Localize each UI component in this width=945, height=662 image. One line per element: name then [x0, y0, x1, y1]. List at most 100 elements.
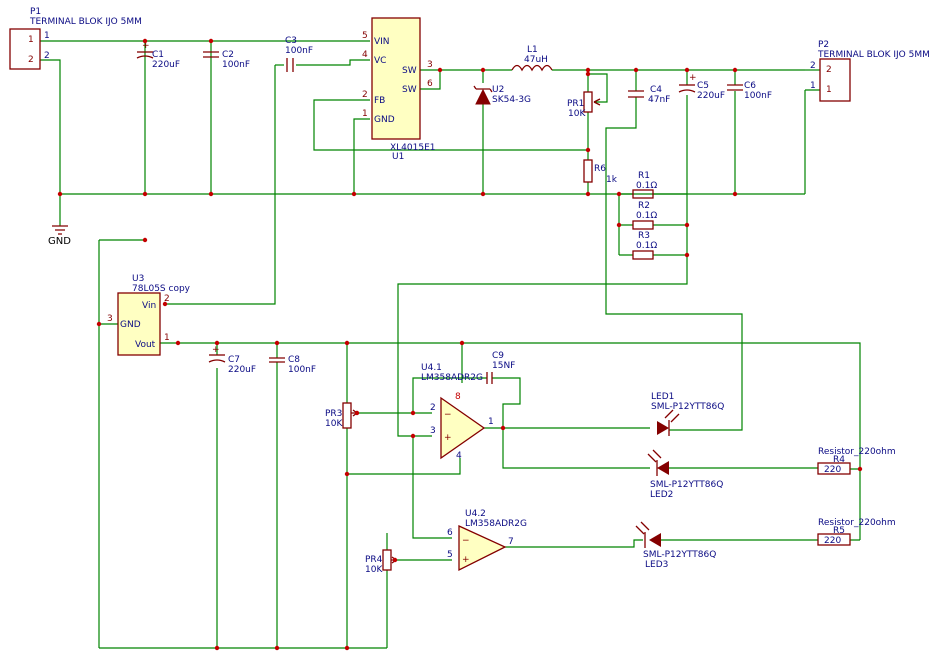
- u1-num-vc: 4: [362, 50, 368, 60]
- c1-ref: C1: [152, 50, 164, 60]
- terminal-p2: 2 1 2 1 P2 TERMINAL BLOK IJO 5MM: [810, 40, 930, 102]
- u42-pin-out: 7: [508, 537, 514, 547]
- r4-ref: R4: [833, 455, 845, 465]
- pr3-value: 10K: [325, 419, 343, 429]
- capacitor-c6: C6 100nF: [727, 81, 772, 101]
- r5-value: 220: [824, 536, 841, 546]
- p2-pad2: 2: [826, 65, 832, 75]
- pr4-value: 10K: [365, 565, 383, 575]
- wires: [40, 40, 861, 649]
- led2-value: SML-P12YTT86Q: [650, 480, 723, 490]
- led2-ref: LED2: [650, 490, 673, 500]
- pr3-ref: PR3: [325, 409, 342, 419]
- capacitor-c9: C9 15NF: [486, 351, 515, 384]
- pr1-ref: PR1: [567, 99, 584, 109]
- p1-pin2: 2: [44, 51, 50, 61]
- resistor-r3: R3 0.1Ω: [632, 231, 657, 260]
- r6-value: 1k: [606, 175, 618, 185]
- c9-ref: C9: [492, 351, 504, 361]
- p1-pin1: 1: [44, 31, 50, 41]
- r5-name: Resistor_220ohm: [818, 518, 896, 528]
- u3-pin-vin: Vin: [142, 301, 156, 311]
- c5-value: 220uF: [697, 91, 725, 101]
- c3-value: 100nF: [285, 46, 313, 56]
- c4-ref: C4: [650, 85, 662, 95]
- u3-num-vout: 1: [164, 333, 170, 343]
- u1-pin-sw2: SW: [402, 85, 417, 95]
- capacitor-c4: C4 47nF: [628, 85, 670, 105]
- c3-ref: C3: [285, 36, 297, 46]
- c6-value: 100nF: [744, 91, 772, 101]
- c2-value: 100nF: [222, 60, 250, 70]
- c9-value: 15NF: [492, 361, 515, 371]
- u1-pin-vc: VC: [374, 56, 386, 66]
- u41-pin-p: 3: [430, 426, 436, 436]
- pr1-value: 10K: [568, 109, 586, 119]
- led1-ref: LED1: [651, 392, 674, 402]
- capacitor-c8: C8 100nF: [269, 355, 316, 375]
- u1-pin-vin: VIN: [374, 37, 390, 47]
- u41-ref: U4.1: [421, 363, 442, 373]
- p1-pad1: 1: [28, 35, 34, 45]
- l1-ref: L1: [527, 45, 538, 55]
- resistor-r5: 220 Resistor_220ohm R5: [817, 518, 896, 546]
- r3-value: 0.1Ω: [636, 241, 657, 251]
- u1-pin-gnd: GND: [374, 115, 395, 125]
- u1-num-gnd: 1: [362, 109, 368, 119]
- ground-symbol: GND: [48, 225, 71, 247]
- u2-value: SK54-3G: [492, 95, 531, 105]
- p2-pin2: 2: [810, 61, 816, 71]
- resistor-r4: 220 Resistor_220ohm R4: [817, 447, 896, 475]
- inductor-l1: L1 47uH: [511, 45, 553, 72]
- u41-pin-n: 2: [430, 403, 436, 413]
- r1-ref: R1: [638, 171, 650, 181]
- u3-pin-gnd: GND: [120, 320, 141, 330]
- capacitor-c7: + C7 220uF: [208, 345, 256, 375]
- capacitor-c1: + C1 220uF: [136, 41, 180, 70]
- r1-value: 0.1Ω: [636, 181, 657, 191]
- c7-value: 220uF: [228, 365, 256, 375]
- potentiometer-pr1: PR1 10K: [567, 91, 601, 119]
- u41-pin-vcc: 8: [455, 392, 461, 402]
- r4-value: 220: [824, 465, 841, 475]
- led-led1: LED1 SML-P12YTT86Q: [651, 392, 724, 436]
- u1-ref: U1: [392, 152, 404, 162]
- led-led2: SML-P12YTT86Q LED2: [647, 449, 723, 500]
- u1-pin-sw1: SW: [402, 66, 417, 76]
- r2-ref: R2: [638, 201, 650, 211]
- capacitor-c5: + C5 220uF: [678, 73, 725, 101]
- u42-value: LM358ADR2G: [465, 519, 527, 529]
- c6-ref: C6: [744, 81, 756, 91]
- u41-value: LM358ADR2G: [421, 373, 483, 383]
- opamp-u4-1: − + 2 3 1 8 4 U4.1 LM358ADR2G: [421, 363, 494, 461]
- u3-pin-vout: Vout: [135, 340, 156, 350]
- svg-text:+: +: [212, 345, 220, 355]
- u42-pin-n: 6: [447, 528, 453, 538]
- potentiometer-pr3: PR3 10K: [325, 402, 359, 429]
- c5-ref: C5: [697, 81, 709, 91]
- u3-value: 78L05S copy: [132, 284, 191, 294]
- u42-pin-p: 5: [447, 550, 453, 560]
- junctions: [57, 38, 863, 651]
- led-led3: SML-P12YTT86Q LED3: [635, 521, 716, 570]
- p1-value: TERMINAL BLOK IJO 5MM: [29, 17, 142, 27]
- r5-ref: R5: [833, 526, 845, 536]
- u3-num-gnd: 3: [107, 314, 113, 324]
- u3-ref: U3: [132, 274, 144, 284]
- u1-num-fb: 2: [362, 90, 368, 100]
- capacitor-c2: C2 100nF: [203, 50, 250, 70]
- opamp-u4-2: − + 6 5 7 U4.2 LM358ADR2G: [447, 509, 527, 572]
- svg-text:+: +: [689, 73, 697, 83]
- u1-num-sw2: 6: [427, 79, 433, 89]
- c8-ref: C8: [288, 355, 300, 365]
- p2-value: TERMINAL BLOK IJO 5MM: [817, 50, 930, 60]
- c7-ref: C7: [228, 355, 240, 365]
- r6-ref: R6: [594, 164, 606, 174]
- svg-text:+: +: [142, 41, 150, 51]
- u41-minus: −: [444, 410, 452, 420]
- u41-plus: +: [444, 433, 452, 443]
- pr4-ref: PR4: [365, 555, 383, 565]
- led3-value: SML-P12YTT86Q: [643, 550, 716, 560]
- c4-value: 47nF: [648, 95, 670, 105]
